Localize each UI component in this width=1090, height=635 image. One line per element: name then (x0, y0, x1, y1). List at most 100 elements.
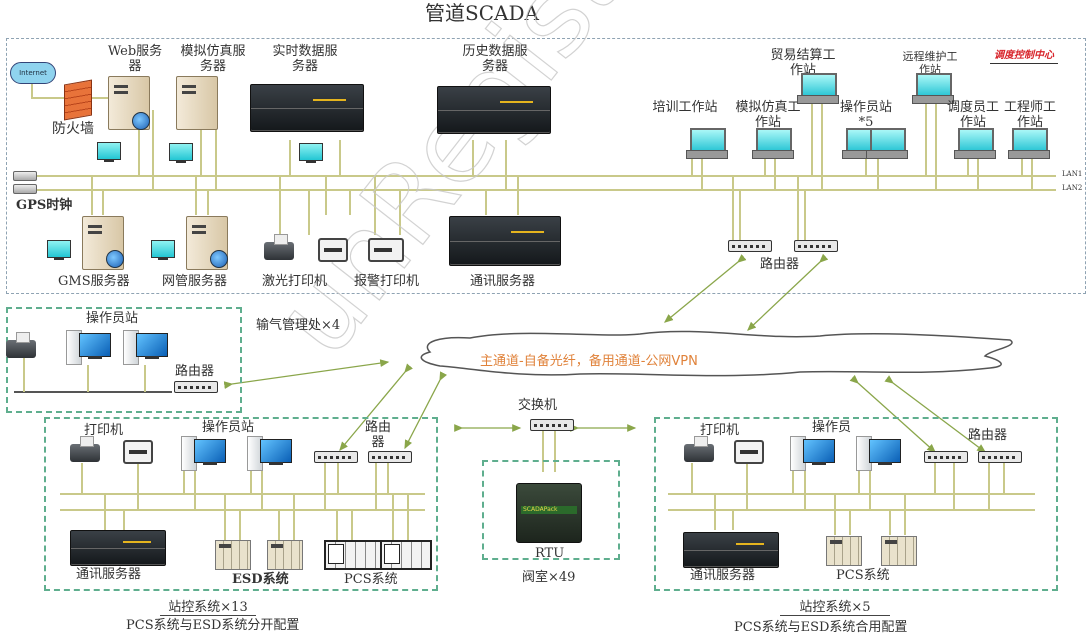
station-a-comm-server-label: 通讯服务器 (76, 567, 142, 582)
sim-ws-label: 模拟仿真工作站 (735, 100, 801, 130)
switch-icon (530, 419, 574, 431)
sim-server-label: 模拟仿真服务器 (180, 44, 246, 74)
pcs-icon (324, 540, 382, 570)
operator-pc-icon (247, 436, 293, 471)
rtu-brand: SCADAPack (523, 506, 558, 513)
remote-ws-label: 远程维护工作站 (902, 50, 958, 76)
monitor-icon (97, 142, 121, 162)
comm-server-icon (683, 532, 779, 568)
gas-office-operator-label: 操作员站 (86, 311, 139, 326)
wan-cloud-label: 主通道-自备光纤，备用通道-公网VPN (480, 354, 698, 369)
diagram-title: 管道SCADA (425, 1, 539, 25)
pcs-icon (380, 540, 432, 570)
nms-server-label: 网管服务器 (162, 274, 228, 289)
monitor-icon (169, 143, 193, 163)
training-ws-icon (686, 128, 728, 159)
globe-icon (106, 250, 124, 268)
valve-room-caption: 阀室×49 (522, 570, 576, 585)
router-icon (978, 451, 1022, 463)
gas-office-caption: 输气管理处×4 (256, 318, 341, 333)
router-icon (368, 451, 412, 463)
printer-icon (6, 332, 36, 358)
laser-printer-icon (264, 234, 294, 260)
operator-pc-icon (790, 436, 836, 471)
comm-server-label: 通讯服务器 (470, 274, 536, 289)
alarm-printer-icon (368, 238, 404, 262)
station-b-box (654, 417, 1058, 591)
station-b-subcaption: PCS系统与ESD系统合用配置 (734, 620, 908, 635)
operator-pc-icon (66, 330, 112, 365)
router-icon (728, 240, 772, 252)
comm-server-icon (70, 530, 166, 566)
dispatcher-ws-label: 调度员工作站 (946, 100, 999, 130)
trade-ws-icon (797, 73, 839, 104)
station-b-caption: 站控系统×5 (780, 600, 890, 616)
alarm-printer-label: 报警打印机 (354, 274, 420, 289)
gps-clock-icon (13, 171, 37, 181)
globe-icon (132, 112, 150, 130)
laser-printer-label: 激光打印机 (262, 274, 328, 289)
wan-cloud (420, 330, 1013, 377)
router-icon (924, 451, 968, 463)
printer-icon (123, 440, 153, 464)
web-server-icon (108, 76, 150, 130)
operator-ws-icon (866, 128, 908, 159)
station-a-printer-label: 打印机 (84, 423, 124, 438)
gms-server-label: GMS服务器 (58, 274, 130, 289)
station-a-subcaption: PCS系统与ESD系统分开配置 (126, 618, 300, 633)
monitor-icon (47, 240, 71, 260)
web-server-label: Web服务器 (107, 44, 163, 74)
operator-ws-label: 操作员站*5 (839, 100, 892, 130)
lan1-label: LAN1 (1062, 170, 1083, 178)
gas-office-router-label: 路由器 (175, 364, 215, 379)
rtu-label: RTU (535, 546, 565, 561)
station-b-router-label: 路由器 (968, 428, 1008, 443)
internet-cloud-icon: Internet (10, 62, 56, 84)
router-icon (174, 381, 218, 393)
comm-server-icon (449, 216, 561, 266)
gas-office-box (6, 307, 242, 413)
firewall-label: 防火墙 (52, 121, 94, 137)
printer-icon (734, 440, 764, 464)
history-server-label: 历史数据服务器 (462, 44, 528, 74)
lan2-label: LAN2 (1062, 184, 1083, 192)
history-server-icon (437, 86, 551, 134)
pcs-plc-icon (826, 536, 862, 566)
control-center-box (6, 38, 1086, 294)
realtime-server-icon (250, 84, 364, 132)
control-center-label: 调度控制中心 (990, 46, 1058, 64)
sim-server-icon (176, 76, 218, 130)
monitor-icon (299, 143, 323, 163)
monitor-icon (151, 240, 175, 260)
training-ws-label: 培训工作站 (652, 100, 718, 115)
station-b-pcs-label: PCS系统 (836, 568, 890, 583)
esd-plc-icon (267, 540, 303, 570)
gps-clock-label: GPS时钟 (16, 198, 73, 213)
dispatcher-ws-icon (954, 128, 996, 159)
engineer-ws-icon (1008, 128, 1050, 159)
station-b-printer-label: 打印机 (700, 423, 740, 438)
engineer-ws-label: 工程师工作站 (1003, 100, 1056, 130)
esd-label: ESD系统 (232, 572, 289, 587)
remote-ws-icon (912, 73, 954, 104)
station-b-comm-server-label: 通讯服务器 (690, 568, 756, 583)
station-a-caption: 站控系统×13 (160, 600, 256, 616)
cc-router-label: 路由器 (760, 257, 800, 272)
printer-icon (70, 436, 100, 462)
switch-label: 交换机 (518, 398, 558, 413)
operator-pc-icon (181, 436, 227, 471)
rtu-icon: SCADAPack (516, 483, 582, 543)
router-icon (794, 240, 838, 252)
gps-clock-icon (13, 184, 37, 194)
station-a-router-label: 路由器 (364, 420, 391, 450)
station-a-operator-label: 操作员站 (202, 420, 255, 435)
sim-ws-icon (752, 128, 794, 159)
valve-room-box (482, 460, 620, 560)
station-b-operator-label: 操作员 (812, 420, 852, 435)
globe-icon (210, 250, 228, 268)
operator-pc-icon (856, 436, 902, 471)
station-a-box (44, 417, 438, 591)
router-icon (314, 451, 358, 463)
station-a-pcs-label: PCS系统 (344, 572, 398, 587)
